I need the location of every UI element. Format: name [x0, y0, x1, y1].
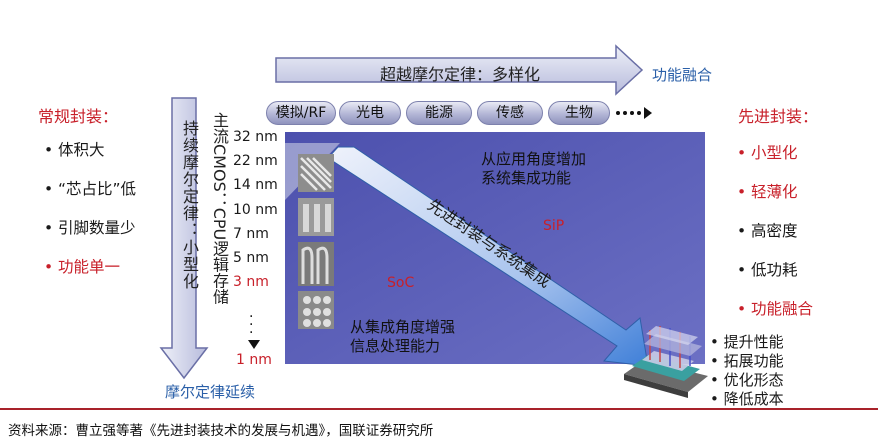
node-ellipsis: ··· [249, 309, 254, 341]
pill-biology: 生物 [548, 101, 610, 125]
process-node-last: 1 nm [236, 352, 272, 368]
list-item: •高密度 [737, 222, 798, 240]
advanced-packaging-title: 先进封装： [738, 107, 819, 126]
pill-energy: 能源 [406, 101, 472, 125]
sip-description: 从应用角度增加 系统集成功能 [481, 150, 587, 187]
more-domains-arrow-icon [616, 107, 652, 119]
sip-label: SiP [543, 218, 565, 234]
pill-analog-rf: 模拟/RF [266, 101, 336, 125]
advanced-packaging-list: •小型化 •轻薄化 •高密度 •低功耗 •功能融合 [737, 143, 813, 338]
list-item: •轻薄化 [737, 183, 798, 201]
process-node: 22 nm [233, 153, 278, 170]
conventional-packaging-title: 常规封装： [38, 107, 119, 126]
list-item: •小型化 [737, 144, 798, 162]
left-arrow-label: 持续摩尔定律：小型化 [180, 120, 199, 290]
process-node-list: 32 nm 22 nm 14 nm 10 nm 7 nm 5 nm 3 nm [233, 127, 278, 296]
cmos-axis-label: 主流CMOS：CPU逻辑存储 [210, 112, 229, 305]
process-node: 10 nm [233, 201, 278, 218]
process-node: 5 nm [233, 249, 269, 266]
list-item: •“芯占比”低 [44, 180, 137, 198]
left-arrow-shape [159, 97, 209, 380]
package-3d-icon [624, 326, 708, 398]
list-item: •功能单一 [44, 258, 121, 276]
list-item: • 拓展功能 [710, 352, 784, 370]
list-item: •体积大 [44, 141, 105, 159]
node-down-arrow-icon [248, 340, 260, 349]
top-arrow-shape [275, 44, 644, 96]
source-divider [0, 408, 878, 410]
process-node: 14 nm [233, 177, 278, 194]
pill-optoelectronic: 光电 [339, 101, 401, 125]
chip-micrographs [298, 154, 334, 329]
list-item: •功能融合 [737, 300, 814, 318]
list-item: • 降低成本 [710, 390, 784, 408]
soc-description: 从集成角度增强 信息处理能力 [350, 318, 456, 355]
list-item: • 提升性能 [710, 333, 784, 351]
list-item: •低功耗 [737, 261, 798, 279]
pill-sensing: 传感 [477, 101, 543, 125]
list-item: •引脚数量少 [44, 219, 136, 237]
soc-label: SoC [387, 275, 415, 291]
left-arrow-end-label: 摩尔定律延续 [165, 383, 256, 401]
top-arrow-end-label: 功能融合 [652, 66, 713, 84]
process-node: 7 nm [233, 225, 269, 242]
process-node: 32 nm [233, 129, 278, 145]
list-item: • 优化形态 [710, 371, 784, 389]
conventional-packaging-list: •体积大 •“芯占比”低 •引脚数量少 •功能单一 [44, 140, 136, 296]
source-note: 资料来源：曹立强等著《先进封装技术的发展与机遇》，国联证券研究所 [8, 423, 434, 439]
benefit-list: • 提升性能 • 拓展功能 • 优化形态 • 降低成本 [710, 333, 784, 409]
top-arrow-label: 超越摩尔定律：多样化 [379, 65, 540, 84]
process-node: 3 nm [233, 274, 269, 291]
